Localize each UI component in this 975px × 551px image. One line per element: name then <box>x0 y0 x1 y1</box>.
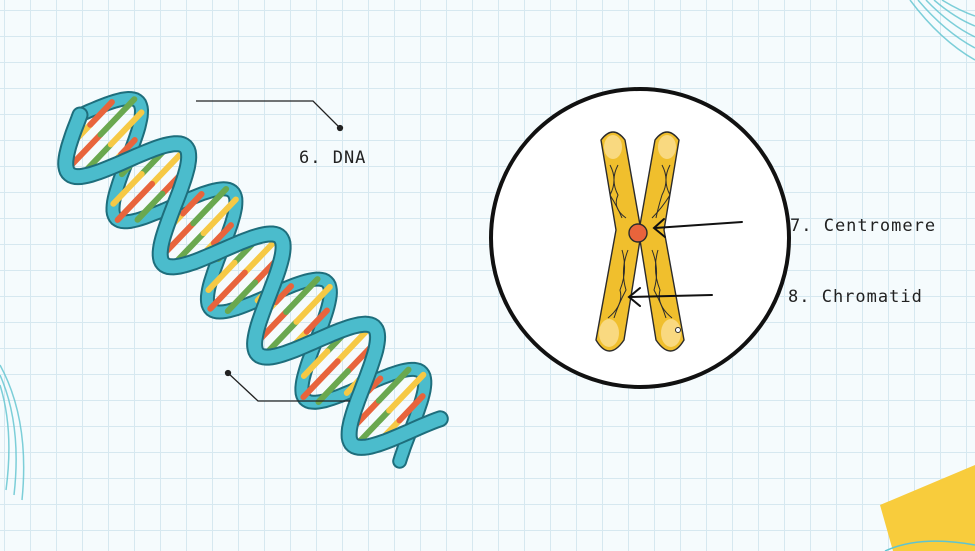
dna-base-pair <box>300 348 331 379</box>
arrow-icon <box>627 218 743 307</box>
dna-base-pair <box>224 279 259 315</box>
corner-swirl-top-right <box>909 0 975 61</box>
dna-base-pair <box>205 259 238 294</box>
label-dna: 6. DNA <box>299 148 367 168</box>
dna-base-pair <box>272 283 295 306</box>
dna-base-pair <box>134 190 166 223</box>
dna-base-pair <box>97 96 138 138</box>
dna-base-pair <box>110 171 145 207</box>
dna-base-pair <box>300 358 341 401</box>
dna-base-pair <box>200 196 239 237</box>
dna-base-pair <box>303 307 330 335</box>
dna-base-pair <box>386 371 427 414</box>
dna-base-pair <box>293 283 333 325</box>
corner-swirl-bottom-right <box>884 540 975 551</box>
corner-swirl-left <box>0 364 25 501</box>
dna-base-pair <box>396 393 426 424</box>
corner-accent-shape <box>880 465 975 551</box>
dna-strand-front <box>59 108 447 454</box>
chromatid-dna-marks <box>607 164 673 319</box>
dna-base-pair <box>114 180 156 223</box>
dna-base-pair <box>375 366 412 404</box>
label-centromere: 7. Centromere <box>790 216 937 236</box>
dna-helix-icon <box>57 90 449 469</box>
dna-base-pair <box>107 109 145 148</box>
dna-base-pair <box>207 269 248 312</box>
dna-base-pair <box>190 185 230 227</box>
label-chromatid: 8. Chromatid <box>788 287 923 307</box>
dna-base-pair <box>283 276 321 315</box>
dna-callout-lines <box>196 100 350 402</box>
dna-base-pair <box>87 99 115 128</box>
dna-base-pair <box>210 222 234 247</box>
dna-base-pair <box>315 368 351 405</box>
dna-base-pair <box>118 137 138 158</box>
centromere-dot <box>628 223 648 243</box>
dna-base-pair <box>179 190 205 217</box>
